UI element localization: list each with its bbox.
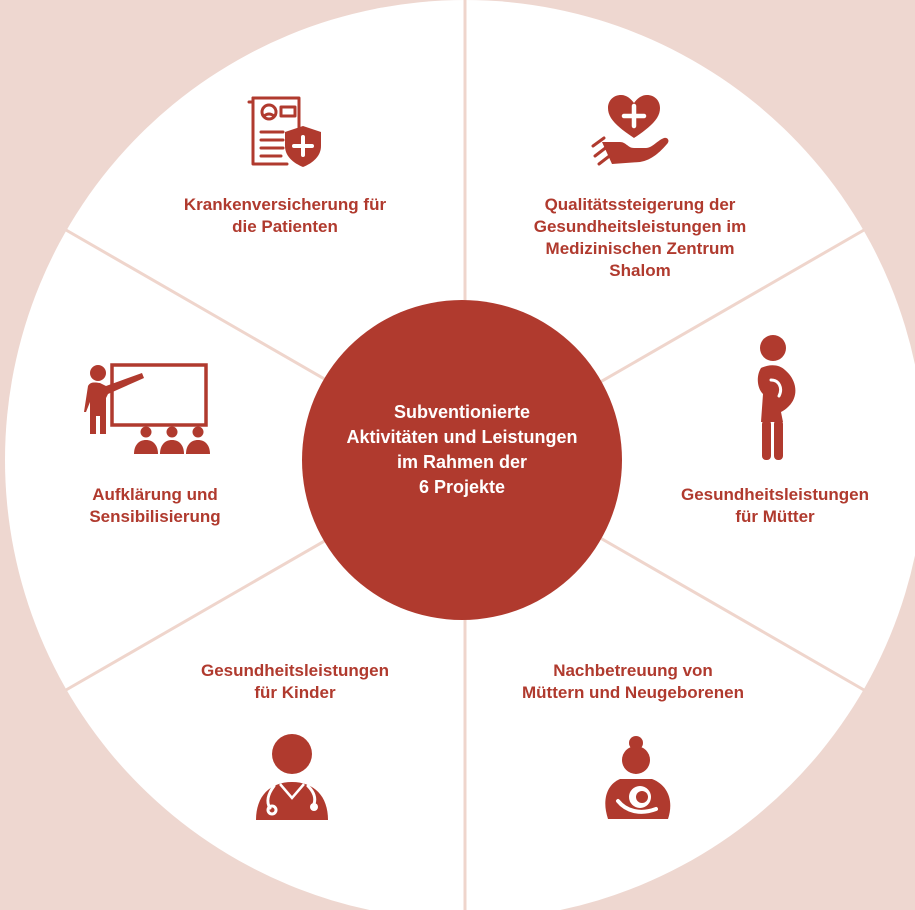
center-label: Subventionierte Aktivitäten und Leistung… <box>346 402 578 497</box>
segment-label-muetter: Gesundheitsleistungen für Mütter <box>681 485 869 526</box>
segment-label-kinder: Gesundheitsleistungen für Kinder <box>201 661 389 702</box>
insurance-document-shield-icon <box>247 96 321 167</box>
presentation-audience-icon <box>84 363 210 454</box>
segment-label-nachbetreuung: Nachbetreuung von Müttern und Neugeboren… <box>522 661 744 702</box>
center-disc <box>302 300 622 620</box>
mother-baby-icon <box>605 736 671 819</box>
segment-label-aufklaerung: Aufklärung und Sensibilisierung <box>89 485 221 526</box>
doctor-stethoscope-icon <box>256 734 328 820</box>
heart-hand-care-icon <box>591 95 669 166</box>
segment-label-qualitaetssteigerung: Qualitätssteigerung der Gesundheitsleist… <box>533 195 747 280</box>
segment-label-krankenversicherung: Krankenversicherung für die Patienten <box>183 195 387 236</box>
pregnant-woman-icon <box>757 335 796 460</box>
